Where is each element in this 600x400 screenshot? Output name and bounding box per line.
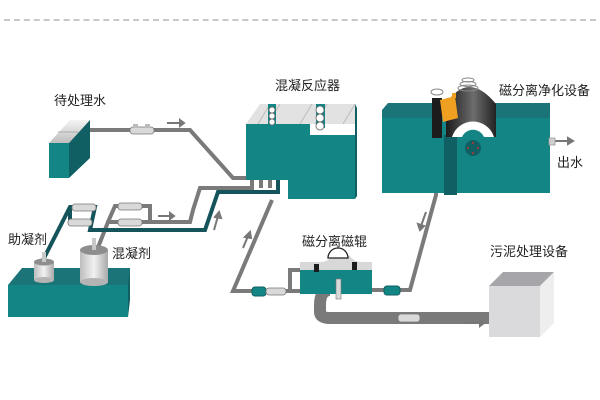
magnetic-drum bbox=[446, 77, 496, 137]
valve-separator-to-roller bbox=[383, 285, 401, 296]
flow-arrows bbox=[158, 118, 575, 328]
valves bbox=[67, 124, 421, 323]
label-raw-water: 待处理水 bbox=[54, 94, 107, 109]
arrow-right-icon bbox=[466, 318, 486, 328]
arrow-right-icon bbox=[158, 211, 176, 221]
valve-raw-water bbox=[129, 124, 155, 135]
scraper bbox=[430, 88, 458, 138]
arrow-up-icon bbox=[213, 209, 223, 231]
label-coagulant: 混凝剂 bbox=[112, 247, 152, 262]
label-outlet: 出水 bbox=[557, 156, 584, 171]
inspection-port bbox=[465, 140, 481, 156]
label-coagulant-aid: 助凝剂 bbox=[8, 233, 48, 248]
valve-coagulant-2 bbox=[117, 218, 143, 227]
valve-aid-2 bbox=[67, 218, 93, 227]
dosing-station bbox=[8, 238, 130, 317]
outlet-nozzle bbox=[548, 137, 556, 146]
pipe-coagulant bbox=[93, 140, 254, 256]
magnetic-separation-roller bbox=[300, 247, 372, 300]
magnetic-separation-equipment bbox=[382, 77, 550, 195]
label-mag-sep-roller: 磁分离磁辊 bbox=[302, 235, 368, 250]
valve-sludge bbox=[397, 313, 421, 323]
valve-coagulant-1 bbox=[117, 202, 143, 211]
arrow-down-icon bbox=[416, 211, 427, 232]
arrow-up-icon bbox=[242, 229, 253, 249]
arrow-right-icon bbox=[553, 136, 575, 146]
sludge-treatment-box bbox=[489, 272, 554, 337]
pipe-raw-water bbox=[90, 128, 262, 180]
label-sludge-equipment: 污泥处理设备 bbox=[490, 245, 569, 260]
label-reactor: 混凝反应器 bbox=[275, 79, 341, 94]
label-mag-sep-equipment: 磁分离净化设备 bbox=[499, 84, 591, 99]
valve-return bbox=[251, 286, 287, 297]
valve-aid-1 bbox=[71, 203, 97, 212]
coagulation-reactor bbox=[246, 103, 357, 199]
raw-water-tank bbox=[49, 120, 90, 178]
coagulant-aid-tank bbox=[34, 252, 54, 283]
top-dashed-divider bbox=[4, 19, 596, 21]
coagulant-tank bbox=[80, 238, 108, 286]
arrow-right-icon bbox=[167, 118, 186, 128]
